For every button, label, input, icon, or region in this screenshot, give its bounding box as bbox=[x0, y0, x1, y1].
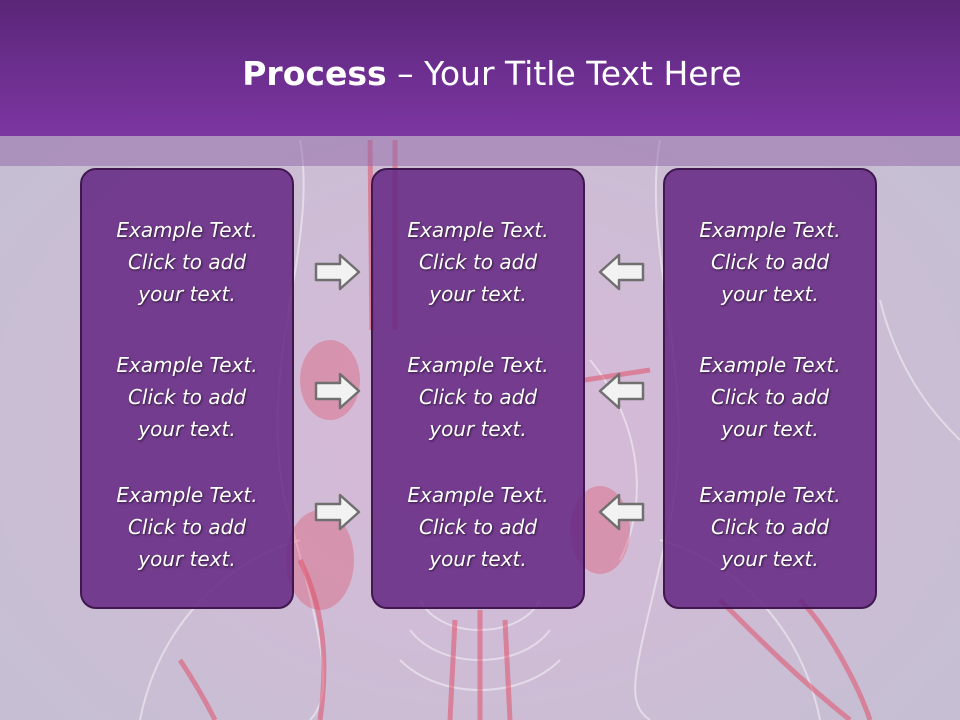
right-arrow-icon bbox=[314, 372, 361, 410]
text-block[interactable]: Example Text. Click to add your text. bbox=[82, 349, 292, 445]
slide-title[interactable]: Process – Your Title Text Here bbox=[0, 52, 960, 96]
text-line: Example Text. bbox=[116, 218, 258, 242]
text-line: Example Text. bbox=[407, 483, 549, 507]
process-box-right[interactable]: Example Text. Click to add your text. Ex… bbox=[663, 168, 877, 609]
left-arrow-icon bbox=[598, 253, 645, 291]
text-line: Example Text. bbox=[699, 483, 841, 507]
text-line: Click to add bbox=[127, 385, 247, 409]
text-line: Click to add bbox=[710, 385, 830, 409]
text-line: Example Text. bbox=[407, 353, 549, 377]
text-block[interactable]: Example Text. Click to add your text. bbox=[82, 214, 292, 310]
text-block[interactable]: Example Text. Click to add your text. bbox=[373, 349, 583, 445]
text-line: Click to add bbox=[127, 515, 247, 539]
text-line: your text. bbox=[429, 417, 527, 441]
text-block[interactable]: Example Text. Click to add your text. bbox=[82, 479, 292, 575]
text-line: your text. bbox=[138, 282, 236, 306]
text-block[interactable]: Example Text. Click to add your text. bbox=[373, 479, 583, 575]
text-line: Example Text. bbox=[116, 353, 258, 377]
title-bar bbox=[0, 0, 960, 136]
text-line: Example Text. bbox=[699, 218, 841, 242]
text-block[interactable]: Example Text. Click to add your text. bbox=[373, 214, 583, 310]
text-line: Example Text. bbox=[407, 218, 549, 242]
text-line: your text. bbox=[138, 547, 236, 571]
text-line: Click to add bbox=[418, 385, 538, 409]
text-line: your text. bbox=[721, 282, 819, 306]
text-line: your text. bbox=[138, 417, 236, 441]
title-underband bbox=[0, 136, 960, 166]
text-line: Click to add bbox=[418, 250, 538, 274]
text-line: Click to add bbox=[127, 250, 247, 274]
text-block[interactable]: Example Text. Click to add your text. bbox=[665, 479, 875, 575]
text-line: Click to add bbox=[710, 250, 830, 274]
title-rest: – Your Title Text Here bbox=[386, 54, 742, 93]
text-line: Example Text. bbox=[116, 483, 258, 507]
process-box-left[interactable]: Example Text. Click to add your text. Ex… bbox=[80, 168, 294, 609]
text-line: Example Text. bbox=[699, 353, 841, 377]
left-arrow-icon bbox=[598, 372, 645, 410]
right-arrow-icon bbox=[314, 253, 361, 291]
text-line: Click to add bbox=[418, 515, 538, 539]
process-box-center[interactable]: Example Text. Click to add your text. Ex… bbox=[371, 168, 585, 609]
text-line: your text. bbox=[429, 282, 527, 306]
text-block[interactable]: Example Text. Click to add your text. bbox=[665, 214, 875, 310]
text-line: your text. bbox=[721, 417, 819, 441]
text-line: your text. bbox=[721, 547, 819, 571]
title-bold: Process bbox=[242, 54, 387, 93]
right-arrow-icon bbox=[314, 493, 361, 531]
text-line: your text. bbox=[429, 547, 527, 571]
text-line: Click to add bbox=[710, 515, 830, 539]
left-arrow-icon bbox=[598, 493, 645, 531]
text-block[interactable]: Example Text. Click to add your text. bbox=[665, 349, 875, 445]
